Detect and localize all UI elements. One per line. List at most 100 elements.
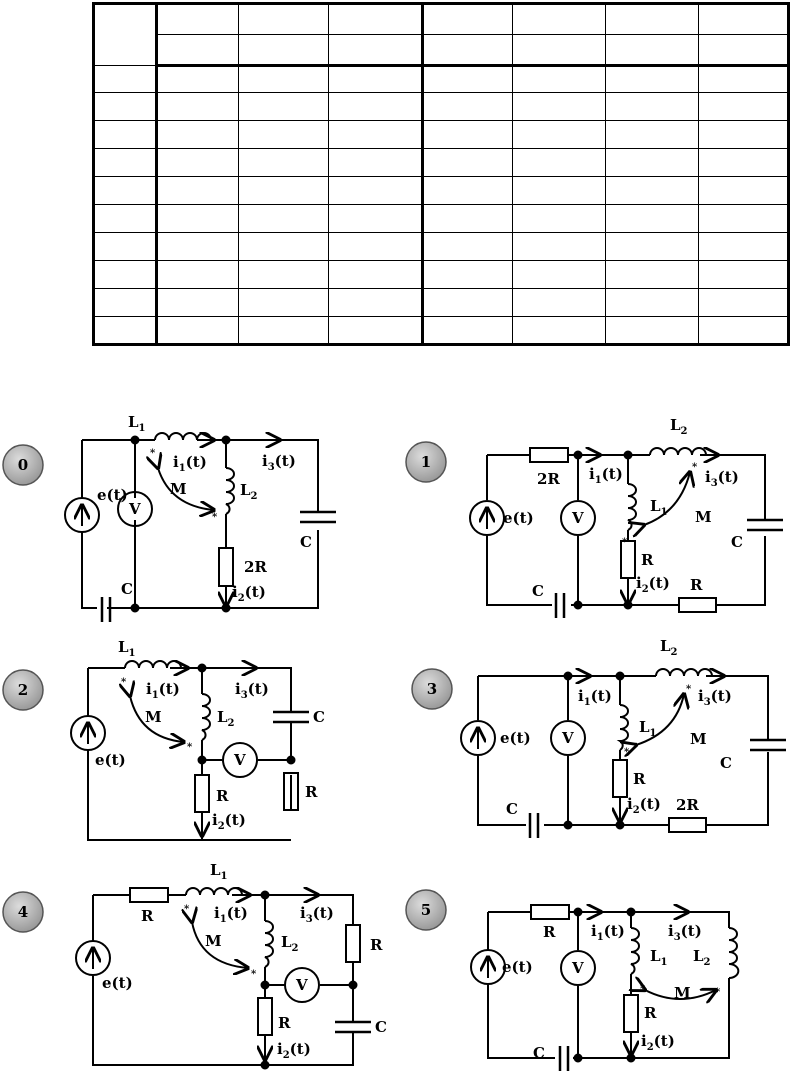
svg-text:i2(t): i2(t) [277,1040,311,1061]
variant-badge: 1 [405,441,447,483]
svg-text:L1: L1 [650,947,668,968]
resistor-r [620,540,636,579]
capacitor-c-bottom [100,597,112,622]
svg-text:e(t): e(t) [97,486,128,504]
inductor-l2 [655,668,713,677]
resistor-r [623,994,639,1033]
mutual-arrow [192,922,248,968]
svg-text:C: C [121,580,133,598]
header-cell [698,34,789,67]
inductor-l1 [627,483,637,531]
svg-text:1: 1 [421,453,431,471]
inductor-l1 [630,927,640,975]
svg-text:2R: 2R [537,470,560,488]
svg-text:V: V [571,509,584,527]
resistor-r-right [283,772,299,811]
header-cell [328,34,423,67]
voltmeter [550,720,586,756]
mutual-arrow [158,468,214,510]
inductor-l1 [124,660,182,669]
svg-text:i1(t): i1(t) [146,680,180,701]
circuit-1: 1 ** 2R L2 i1(t) i3(t) L1 M e(t) V R [405,416,783,618]
svg-text:R: R [633,770,646,788]
svg-text:*: * [692,462,698,473]
empty-table [92,2,790,346]
capacitor-c [273,710,309,724]
svg-text:R: R [543,923,556,941]
voltmeter [560,500,596,536]
svg-text:*: * [212,512,218,523]
svg-text:L1: L1 [210,861,228,882]
inductor-l1 [616,704,629,751]
source-e [460,720,496,756]
svg-text:*: * [622,537,628,548]
svg-text:R: R [305,783,318,801]
svg-text:R: R [278,1014,291,1032]
svg-text:R: R [690,576,703,594]
inductor-l1 [185,887,243,896]
circuit-3: 3 ** L2 i1(t) i3(t) L1 M e(t) V R C C [411,637,786,838]
svg-text:*: * [686,684,692,695]
table-row [93,316,789,345]
header-cell [328,3,423,35]
mutual-arrow [636,694,684,745]
wires [487,911,730,1059]
capacitor-c-right [750,738,786,752]
wires [81,439,319,609]
svg-text:e(t): e(t) [503,509,534,527]
svg-text:R: R [644,1004,657,1022]
resistor-2r [529,447,569,463]
svg-text:V: V [233,751,246,769]
mutual-arrow [645,990,716,999]
inductor-l1 [154,432,212,441]
svg-text:M: M [205,932,222,950]
resistor-r-top [129,887,169,903]
svg-text:M: M [695,508,712,526]
voltmeter [560,950,596,986]
inductor-l2 [264,920,274,968]
svg-text:V: V [571,959,584,977]
svg-text:L2: L2 [240,481,258,502]
svg-text:i1(t): i1(t) [589,465,623,486]
svg-text:M: M [145,708,162,726]
header-cell [155,34,239,67]
voltmeter [222,742,258,778]
svg-text:R: R [216,787,229,805]
svg-text:i1(t): i1(t) [173,453,207,474]
svg-text:*: * [184,904,190,915]
svg-text:C: C [731,533,743,551]
svg-text:C: C [720,754,732,772]
header-cell [421,3,513,35]
header-cell [605,34,699,67]
capacitor-c-bottom [554,593,566,618]
variant-badge: 2 [2,669,44,711]
capacitor-c-right [747,518,783,532]
svg-text:L2: L2 [660,637,678,658]
svg-text:*: * [187,742,193,753]
svg-text:M: M [690,730,707,748]
svg-text:i3(t): i3(t) [705,468,739,489]
header-cell [605,3,699,35]
source-e [64,497,100,533]
variant-badge: 5 [405,889,447,931]
resistor-r-right [345,924,361,963]
badge-number: 0 [18,456,28,474]
svg-text:V: V [128,500,141,518]
header-cell [512,3,606,35]
svg-text:V: V [295,976,308,994]
wires [577,912,632,1058]
table-row [93,288,789,317]
svg-text:L1: L1 [128,413,146,434]
svg-text:C: C [300,533,312,551]
svg-text:C: C [532,582,544,600]
svg-text:C: C [375,1018,387,1036]
source-e [470,949,506,985]
svg-text:L1: L1 [118,638,136,659]
svg-text:2: 2 [18,681,28,699]
svg-text:R: R [370,936,383,954]
svg-text:4: 4 [18,903,28,921]
table-row [93,176,789,205]
svg-text:i1(t): i1(t) [214,904,248,925]
resistor-r-top [530,904,570,920]
